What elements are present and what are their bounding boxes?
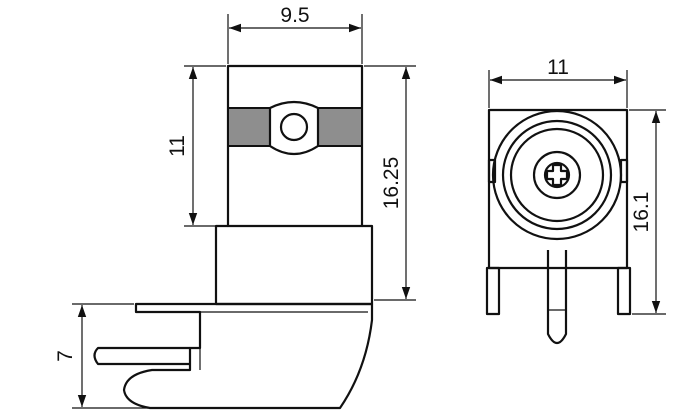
front-left-tab [487, 158, 497, 184]
dim-front-width: 11 [547, 56, 569, 79]
side-nut-boss [268, 100, 320, 156]
front-left-leg [485, 266, 501, 316]
dim-front-height: 16.1 [630, 192, 653, 233]
dim-side-total-height: 16.25 [380, 157, 403, 210]
side-view [93, 64, 374, 410]
dim-side-pin-height: 7 [54, 350, 77, 362]
dimension-lines [72, 14, 666, 409]
front-view [485, 108, 632, 345]
front-center-pin [545, 163, 569, 187]
side-base-plate [122, 302, 374, 410]
front-ring-2 [501, 119, 613, 231]
front-center-hole [543, 161, 571, 189]
front-ring-3 [509, 127, 605, 223]
front-right-leg [616, 266, 632, 316]
side-lower-body [214, 224, 374, 306]
front-right-tab [619, 158, 629, 184]
front-outer-ring [491, 109, 623, 241]
front-ring-4 [532, 150, 582, 200]
side-nut-hole [279, 112, 309, 142]
side-pin [93, 346, 190, 366]
dim-side-upper-height: 11 [166, 135, 189, 157]
front-signal-pin [546, 250, 568, 345]
dim-side-width: 9.5 [280, 4, 309, 27]
